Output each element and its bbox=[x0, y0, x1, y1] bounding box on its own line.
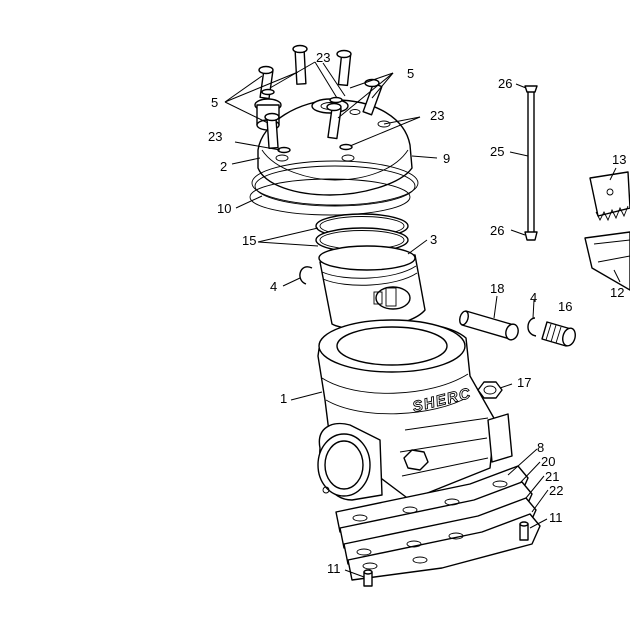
callout-8: 8 bbox=[537, 440, 544, 455]
callout-21: 21 bbox=[545, 469, 559, 484]
piston-rings bbox=[315, 213, 409, 253]
rod-with-clips bbox=[524, 85, 538, 241]
gudgeon-pin bbox=[458, 310, 519, 341]
callout-11: 11 bbox=[327, 561, 341, 576]
piston bbox=[318, 245, 426, 330]
callout-2: 2 bbox=[220, 159, 227, 174]
callout-4: 4 bbox=[530, 290, 537, 305]
callout-25: 25 bbox=[490, 144, 504, 159]
callout-labels: 5 23 5 23 23 2 9 10 15 3 4 18 4 16 17 1 … bbox=[208, 50, 626, 576]
callout-3: 3 bbox=[430, 232, 437, 247]
callout-13: 13 bbox=[612, 152, 626, 167]
cylinder-barrel: SHERC bbox=[317, 319, 513, 501]
callout-23: 23 bbox=[316, 50, 330, 65]
callout-5: 5 bbox=[211, 95, 218, 110]
callout-20: 20 bbox=[541, 454, 555, 469]
reed-block bbox=[584, 231, 630, 291]
callout-26: 26 bbox=[498, 76, 512, 91]
callout-11: 11 bbox=[549, 510, 563, 525]
callout-17: 17 bbox=[517, 375, 531, 390]
dowel-pins bbox=[363, 521, 529, 587]
circlips bbox=[299, 266, 537, 337]
callout-4: 4 bbox=[270, 279, 277, 294]
base-gaskets bbox=[335, 465, 541, 581]
callout-15: 15 bbox=[242, 233, 256, 248]
callout-9: 9 bbox=[443, 151, 450, 166]
callout-5: 5 bbox=[407, 66, 414, 81]
reed-petal bbox=[589, 171, 630, 222]
callout-10: 10 bbox=[217, 201, 231, 216]
callout-23: 23 bbox=[430, 108, 444, 123]
callout-12: 12 bbox=[610, 285, 624, 300]
head-gasket-rings bbox=[249, 160, 419, 216]
callout-22: 22 bbox=[549, 483, 563, 498]
callout-1: 1 bbox=[280, 391, 287, 406]
callout-26: 26 bbox=[490, 223, 504, 238]
callout-23: 23 bbox=[208, 129, 222, 144]
leader-lines bbox=[224, 61, 621, 578]
nut bbox=[477, 381, 503, 399]
callout-16: 16 bbox=[558, 299, 572, 314]
needle-bearing bbox=[541, 321, 576, 347]
callout-18: 18 bbox=[490, 281, 504, 296]
